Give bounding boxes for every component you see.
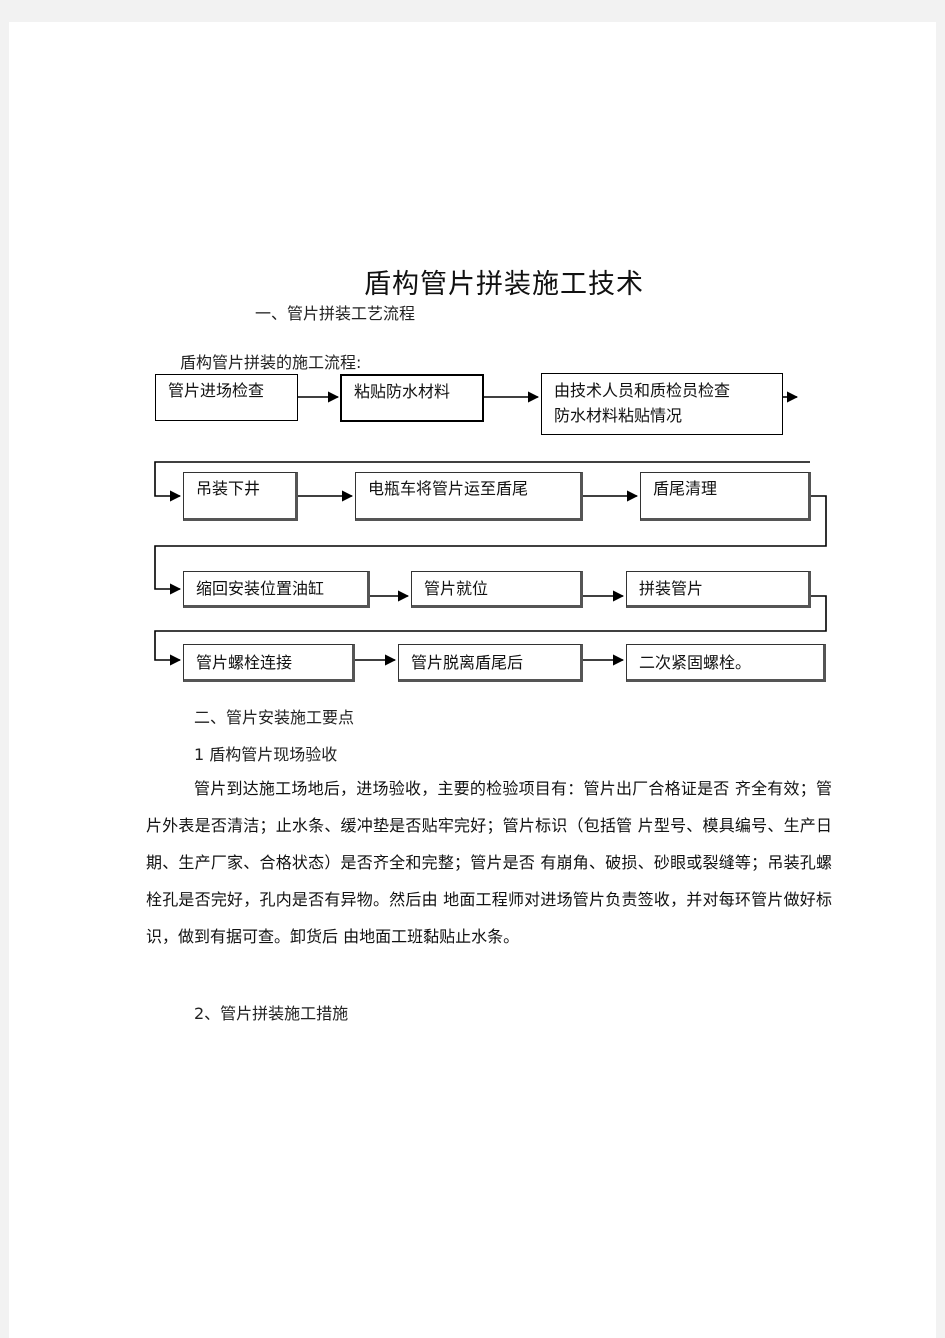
flow-step-8: 管片就位 (411, 571, 583, 608)
paragraph-1: 管片到达施工场地后，进场验收，主要的检验项目有：管片出厂合格证是否 齐全有效；管… (146, 779, 832, 946)
flow-step-4: 吊装下井 (183, 472, 298, 521)
flow-step-label: 吊装下井 (196, 479, 261, 498)
flow-step-6: 盾尾清理 (640, 472, 811, 521)
flow-step-label-line2: 防水材料粘贴情况 (554, 406, 683, 425)
arrow-9-10 (154, 595, 827, 666)
subsection-2-heading: 2、管片拼装施工措施 (194, 1004, 349, 1023)
arrow-3-4 (154, 461, 810, 502)
flow-step-1: 管片进场检查 (155, 374, 298, 421)
flow-step-label: 管片就位 (424, 579, 489, 598)
document-title: 盾构管片拼装施工技术 (364, 269, 644, 300)
flow-step-11: 管片脱离盾尾后 (398, 644, 583, 682)
flow-step-7: 缩回安装位置油缸 (183, 571, 370, 608)
flow-step-label: 管片脱离盾尾后 (411, 653, 524, 672)
flow-step-label: 二次紧固螺栓。 (639, 653, 752, 672)
flow-step-label: 管片螺栓连接 (196, 653, 293, 672)
flow-step-label: 拼装管片 (639, 579, 704, 598)
flow-step-12: 二次紧固螺栓。 (626, 644, 826, 682)
flow-step-9: 拼装管片 (626, 571, 811, 608)
flow-intro: 盾构管片拼装的施工流程: (180, 353, 362, 372)
flow-step-label: 缩回安装位置油缸 (196, 579, 325, 598)
flowchart-connectors (154, 391, 827, 666)
subsection-1-heading: 1 盾构管片现场验收 (194, 745, 338, 764)
flow-step-2: 粘贴防水材料 (340, 374, 484, 422)
flow-step-label-line1: 由技术人员和质检员检查 (554, 381, 731, 400)
section-2-heading: 二、管片安装施工要点 (194, 708, 355, 727)
flow-step-label: 电瓶车将管片运至盾尾 (368, 479, 529, 498)
flow-step-3: 由技术人员和质检员检查 防水材料粘贴情况 (541, 373, 783, 435)
flow-step-label: 粘贴防水材料 (354, 382, 451, 401)
flow-step-label: 盾尾清理 (653, 479, 718, 498)
section-1-heading: 一、管片拼装工艺流程 (255, 304, 416, 323)
flow-step-5: 电瓶车将管片运至盾尾 (355, 472, 583, 521)
arrow-6-7 (154, 495, 827, 595)
flow-step-10: 管片螺栓连接 (183, 644, 355, 682)
flow-step-label: 管片进场检查 (168, 381, 265, 400)
